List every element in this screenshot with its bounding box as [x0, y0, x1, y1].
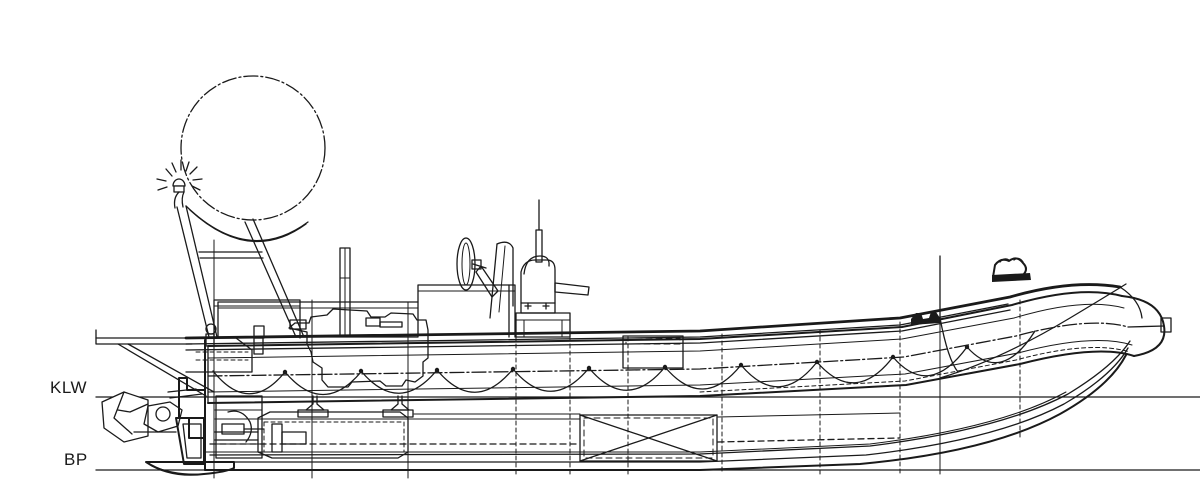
windscreen: [489, 241, 514, 319]
bow-hull-lines: [699, 255, 1131, 393]
helm-pedestal: [515, 255, 590, 338]
reference-line-label-bp: BP: [64, 450, 88, 469]
sterndrive: [101, 377, 235, 476]
antenna-mast: [535, 199, 543, 263]
reference-line-label-klw: KLW: [50, 378, 88, 397]
floor-lines: [214, 409, 901, 420]
inflatable-tube: [207, 291, 1172, 404]
steering-wheel: [456, 237, 499, 298]
handrail-post: [339, 247, 351, 337]
radar-sweep-circle: [180, 75, 326, 221]
deck-locker: [622, 335, 684, 369]
stern-fitting: [271, 423, 307, 453]
hull: [184, 283, 1143, 471]
navigation-light-icon: [156, 159, 203, 209]
engine: [214, 308, 429, 459]
fuel-tank: [579, 414, 718, 462]
stern-deck-structure: [213, 299, 301, 339]
radar-arch: [176, 205, 309, 338]
deck-cleat: [911, 312, 940, 325]
boarding-platform: [95, 329, 253, 397]
bow-cleat: [992, 257, 1031, 282]
